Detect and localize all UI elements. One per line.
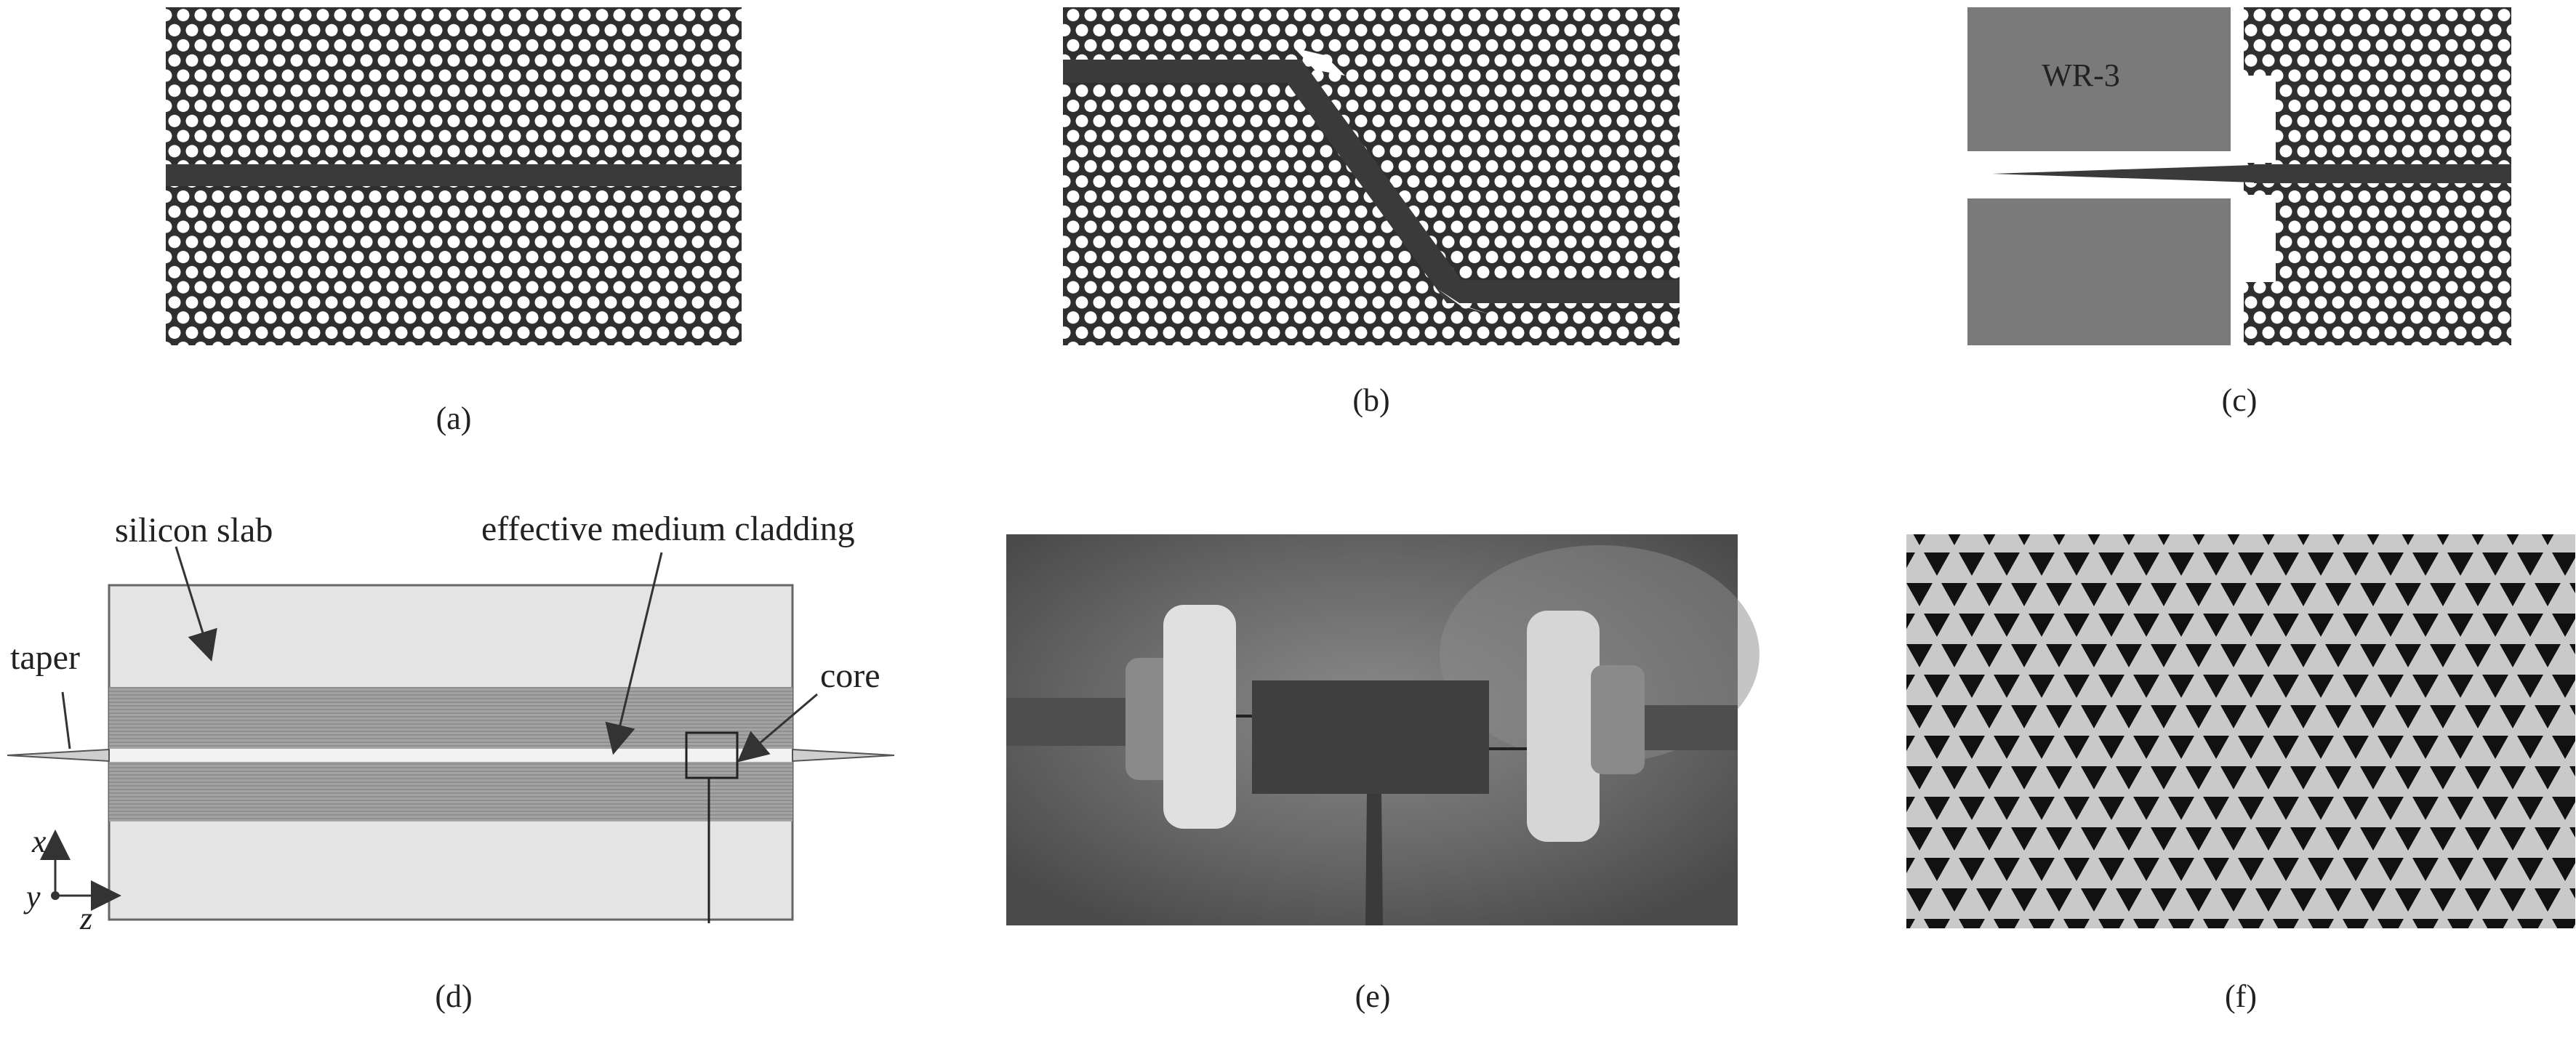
triangular-lattice: [1906, 534, 2575, 928]
defect-line: [2254, 164, 2511, 183]
cladding-pointer: [605, 552, 663, 755]
label-taper: taper: [10, 638, 80, 677]
zoom-box: [685, 731, 739, 779]
cladding-lower: [109, 762, 793, 821]
notch-lower: [2231, 195, 2276, 282]
caption-a: (a): [436, 401, 472, 436]
chip-under-test: [1252, 680, 1489, 794]
caption-f: (f): [2225, 978, 2257, 1014]
straight-defect-waveguide: [166, 164, 742, 186]
bend-corner-top: [1294, 48, 1345, 76]
caption-d: (d): [435, 978, 472, 1014]
wr3-port-upper: [1967, 7, 2231, 151]
panel-c: WR-3 (c): [1967, 7, 2511, 418]
taper-right: [792, 748, 895, 763]
axis-z-label: z: [79, 901, 92, 936]
wr3-label: WR-3: [2042, 57, 2120, 93]
notch-upper: [2231, 76, 2276, 163]
panel-e: (e): [1006, 534, 1760, 1014]
panel-d: silicon slab effective medium cladding t…: [7, 510, 895, 1014]
caption-c: (c): [2222, 382, 2258, 418]
axis-triad: x y z: [23, 824, 121, 936]
label-core: core: [820, 656, 880, 695]
support-needle: [1365, 794, 1383, 925]
waveguide-rod-right: [1634, 705, 1738, 750]
panel-a: (a): [166, 7, 742, 436]
flange-right-ring: [1591, 665, 1645, 774]
cladding-upper: [109, 687, 793, 749]
bent-defect-waveguide: [1063, 60, 1680, 303]
label-cladding: effective medium cladding: [481, 510, 855, 548]
label-silicon-slab: silicon slab: [115, 511, 273, 550]
taper-pointer: [61, 691, 71, 749]
axis-y-label: y: [23, 879, 41, 915]
panel-b: (b): [1063, 7, 1680, 418]
core: [109, 749, 793, 762]
panel-f: (f): [1906, 534, 2575, 1014]
flange-left: [1163, 605, 1236, 829]
wr3-port-lower: [1967, 198, 2231, 345]
flange-right: [1527, 611, 1600, 842]
axis-x-label: x: [31, 824, 47, 859]
silicon-slab-pointer: [174, 546, 217, 662]
taper: [1992, 165, 2254, 182]
caption-b: (b): [1352, 382, 1389, 418]
caption-e: (e): [1355, 978, 1391, 1014]
taper-left: [7, 748, 110, 763]
core-pointer: [737, 693, 818, 763]
